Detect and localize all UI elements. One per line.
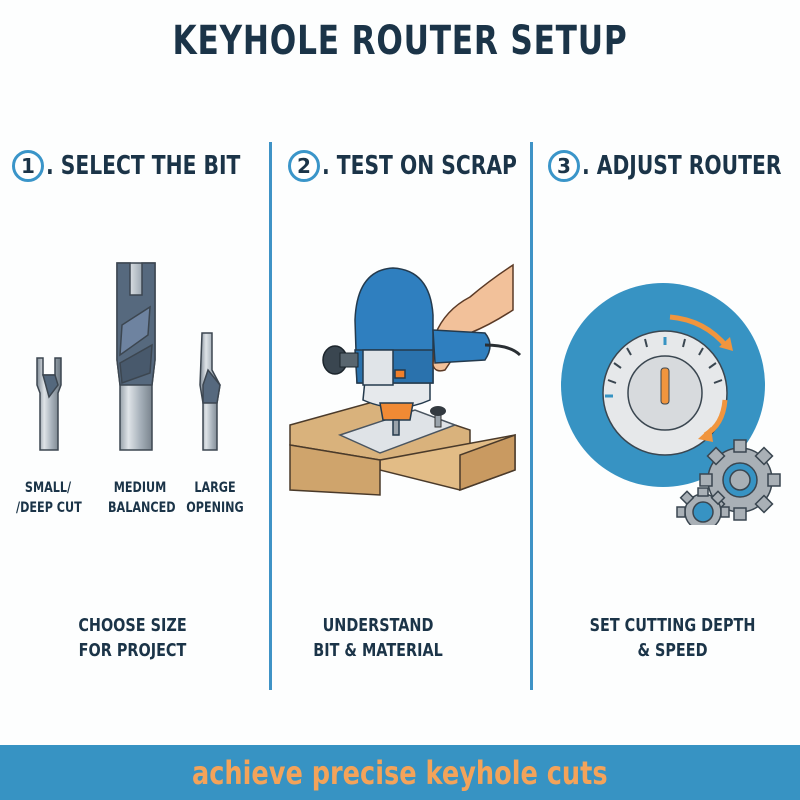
step-2-heading: 2 . TEST ON SCRAP bbox=[288, 148, 572, 184]
step-3-caption: SET CUTTING DEPTH & SPEED bbox=[589, 615, 756, 661]
step-2-number-badge: 2 bbox=[288, 150, 320, 182]
bit-label-large: LARGE OPENING bbox=[186, 480, 244, 516]
step-1-number-badge: 1 bbox=[12, 150, 44, 182]
step-3-heading: 3 . ADJUST ROUTER bbox=[548, 148, 800, 184]
step-3-title: . ADJUST ROUTER bbox=[582, 151, 782, 181]
large-bit-icon bbox=[199, 332, 221, 451]
footer-banner: achieve precise keyhole cuts bbox=[0, 745, 800, 800]
small-gear-icon bbox=[676, 487, 730, 525]
page-title: KEYHOLE ROUTER SETUP bbox=[172, 18, 628, 64]
dial-icon bbox=[602, 330, 728, 456]
step-1-heading: 1 . SELECT THE BIT bbox=[12, 148, 295, 184]
bit-label-small: SMALL/ /DEEP CUT bbox=[16, 480, 82, 516]
step-1-title: . SELECT THE BIT bbox=[46, 151, 241, 181]
step-2-caption: UNDERSTAND BIT & MATERIAL bbox=[313, 615, 443, 661]
step-3-number-badge: 3 bbox=[548, 150, 580, 182]
rotate-arrow-icon bbox=[669, 314, 729, 349]
router-icon bbox=[354, 267, 434, 436]
bit-label-medium: MEDIUM BALANCED bbox=[108, 480, 176, 516]
step-1-caption: CHOOSE SIZE FOR PROJECT bbox=[78, 615, 187, 661]
dial-and-gears-illustration bbox=[561, 283, 781, 525]
medium-bit-icon bbox=[116, 262, 156, 451]
gear-icon bbox=[699, 439, 781, 521]
banner-text: achieve precise keyhole cuts bbox=[192, 753, 608, 792]
column-divider-2 bbox=[530, 142, 533, 690]
small-bit-icon bbox=[36, 357, 62, 451]
router-bits-illustration bbox=[36, 262, 221, 451]
column-divider-1 bbox=[269, 142, 272, 690]
step-2-title: . TEST ON SCRAP bbox=[322, 151, 517, 181]
router-on-wood-illustration bbox=[289, 263, 522, 496]
